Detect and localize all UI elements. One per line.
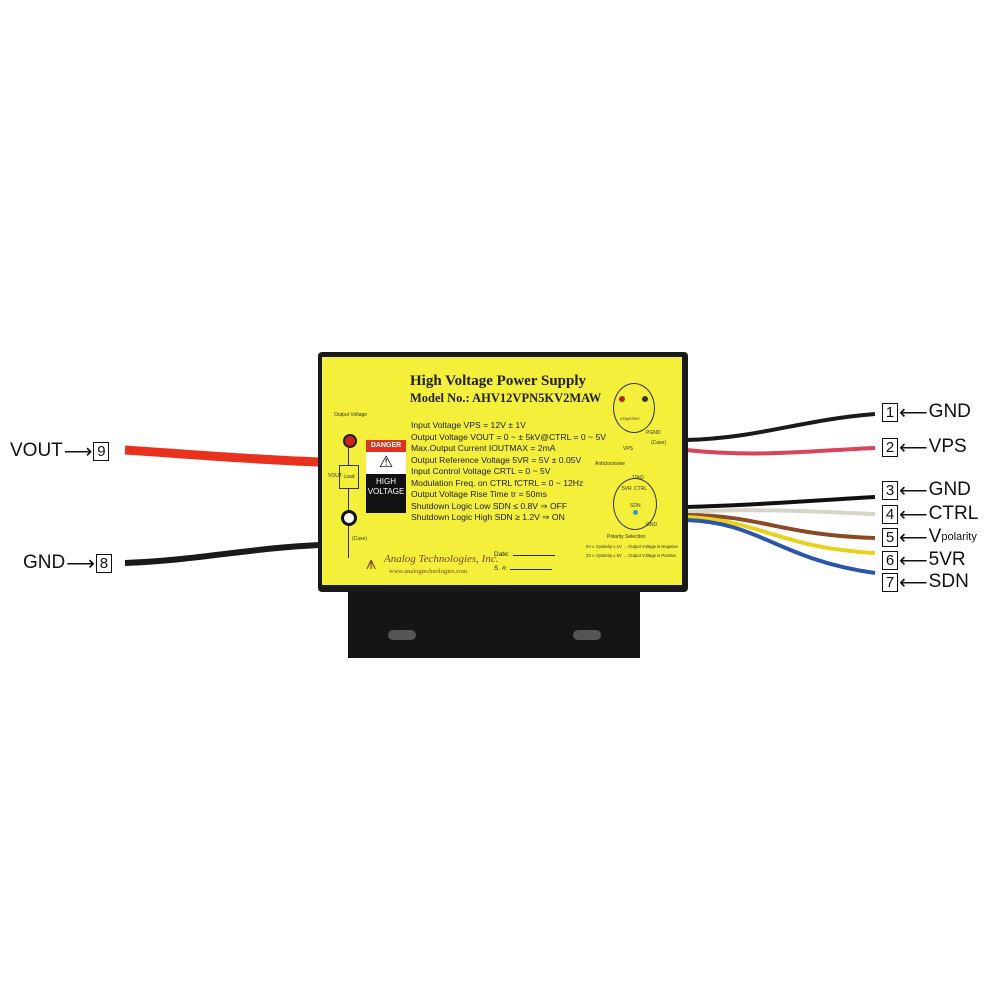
arrow-right-icon: ⟶ [63,440,93,463]
spec-line: Output Voltage VOUT = 0 ~ ± 5kV@CTRL = 0… [411,431,606,442]
arrow-left-icon: ⟵ [899,571,928,594]
pin-number: 5 [882,527,898,547]
case-label-power: (Case) [651,440,667,446]
vps-label: VPS [623,446,634,452]
pin-number: 4 [882,504,898,524]
spec-line: Output Voltage Rise Time tr = 50ms [411,489,547,499]
negative-terminal-icon [341,510,357,526]
date-field: Date: [494,551,555,558]
arrow-left-icon: ⟵ [899,401,928,424]
ctrl-label: CTRL [634,486,648,492]
wire-vout [124,445,321,467]
wire-pin3 [685,495,876,509]
company-name: Analog Technologies, Inc. [384,553,499,565]
pin-number: 9 [93,441,110,461]
danger-sign: DANGER ⚠ HIGH VOLTAGE [366,440,406,513]
cap-label: 470μF/50V [620,416,640,421]
5vr-label: 5VR [622,486,632,492]
pin-name: VOUT [10,440,63,461]
danger-line1: HIGH [376,477,396,486]
spec-line: Input Voltage VPS = 12V ± 1V [411,420,526,430]
pin-name: SDN [928,571,969,592]
sn-field: S. #: [494,565,553,572]
company-logo-icon: ⩚ [366,553,377,573]
pin-label-9: VOUT⟶9 [10,440,110,463]
arrow-left-icon: ⟵ [899,526,928,549]
schematic-line [348,448,349,558]
wire-gnd-left [124,542,321,566]
arrow-left-icon: ⟵ [899,479,928,502]
pin-number: 8 [95,553,112,573]
sn-label: S. #: [494,565,508,572]
arrow-left-icon: ⟵ [899,549,928,572]
load-box: Load [339,465,359,489]
pin-label-3: 3⟵GND [882,479,971,502]
mounting-bracket [348,590,640,658]
power-connector-schematic [613,383,655,433]
wire-pin2 [685,446,876,456]
pin-name: GND [928,401,971,422]
pin-name: GND [23,552,66,573]
danger-line2: VOLTAGE [367,487,405,496]
case-label: (Case) [352,536,368,542]
polarity-note-positive: 2V ≤ Vpolarity ≤ 5V → Output Voltage is … [586,553,677,558]
pin-number: 1 [882,402,898,422]
positive-terminal-icon [343,434,357,448]
danger-header: DANGER [366,440,406,452]
wire-pin6 [685,515,876,555]
wire-pin1 [685,412,876,442]
pin-label-8: GND⟶8 [23,552,112,575]
arrow-left-icon: ⟵ [899,503,928,526]
wire-pin5 [685,513,876,540]
pin-label-7: 7⟵SDN [882,571,969,594]
pin-name: CTRL [928,503,979,524]
model-number: Model No.: AHV12VPN5KV2MAW [410,391,602,405]
pin-number: 7 [882,572,898,592]
wire-pin7 [685,518,876,575]
output-voltage-label: Output Voltage [334,412,368,418]
pgnd-pin-icon [642,396,648,402]
spec-line: Max.Output Current IOUTMAX = 2mA [411,443,556,453]
polarity-selection-label: Polarity Selection [607,534,646,540]
signal-connector-schematic [613,478,657,530]
pin-name: V [928,526,942,547]
vout-label: VOUT [328,473,342,479]
mount-slot [573,630,601,640]
pin-name: VPS [928,436,967,457]
mount-slot [388,630,416,640]
spec-list: Input Voltage VPS = 12V ± 1V Output Volt… [411,420,606,524]
company-website: www.analogtechnologies.com [389,568,468,575]
arrow-right-icon: ⟶ [66,552,95,575]
anticlockwise-label: Anticlockwise [595,461,626,467]
pin-name-subscript: polarity [941,531,977,543]
spec-line: Shutdown Logic High SDN ≥ 1.2V ⇒ ON [411,512,565,522]
pin-label-1: 1⟵GND [882,401,971,424]
sdn-label: SDN [630,503,641,509]
sdn-pin-icon [633,510,638,515]
vps-pin-icon [619,396,625,402]
date-label: Date: [494,551,510,558]
gnd-label: GND [646,522,658,528]
pin-label-6: 6⟵5VR [882,549,966,572]
pin-label-4: 4⟵CTRL [882,503,979,526]
pin-number: 3 [882,480,898,500]
pin-name: GND [928,479,971,500]
module-title: High Voltage Power Supply [410,373,587,389]
spec-line: Modulation Freq. on CTRL fCTRL = 0 ~ 12H… [411,477,584,488]
spec-line: Shutdown Logic Low SDN ≤ 0.8V ⇒ OFF [411,500,568,511]
pin-number: 6 [882,550,898,570]
high-voltage-warning-icon: ⚠ [366,452,406,474]
pgnd-label: PGND [646,430,661,436]
spec-line: Output Reference Voltage 5VR = 5V ± 0.05… [411,454,582,465]
spec-line: Input Control Voltage CRTL = 0 ~ 5V [411,466,551,476]
pin-label-2: 2⟵VPS [882,436,967,459]
polarity-note-negative: 0V ≤ Vpolarity ≤ 1V → Output Voltage is … [586,544,678,549]
arrow-left-icon: ⟵ [899,436,928,459]
wire-pin4 [685,508,876,516]
pin-name: 5VR [928,549,966,570]
pin-number: 2 [882,437,898,457]
